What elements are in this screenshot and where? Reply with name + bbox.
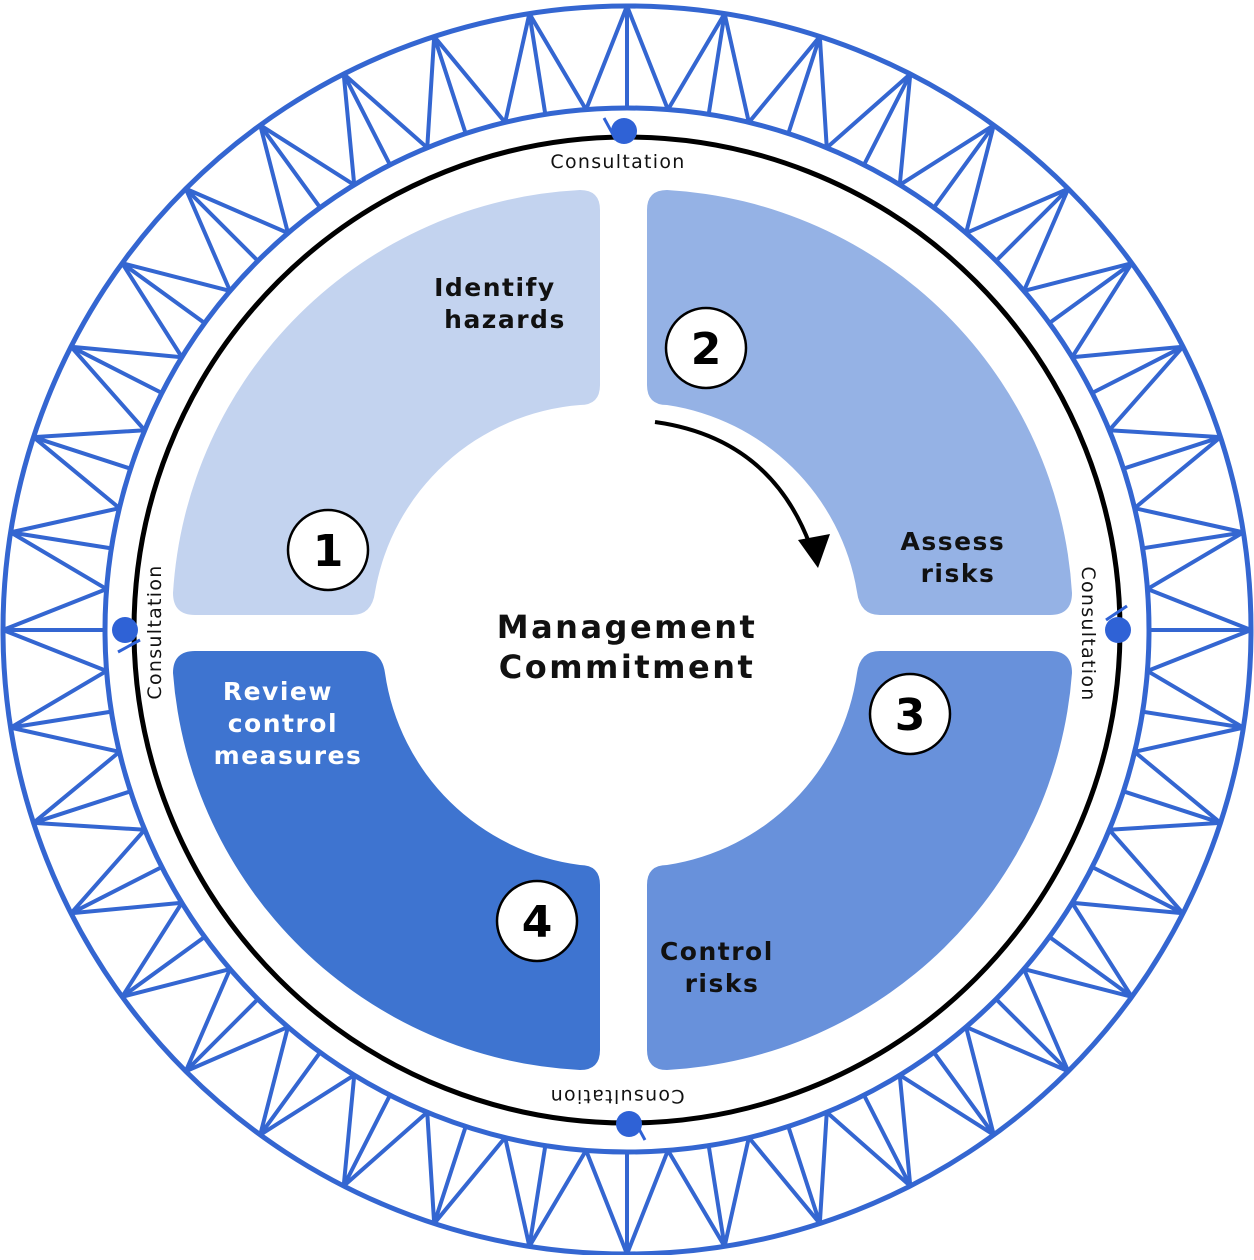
consultation-node-bottom — [616, 1111, 647, 1141]
flow-arrowhead — [798, 534, 830, 568]
frame-truss-segment — [625, 1145, 727, 1255]
quadrant-control-risks — [647, 651, 1072, 1070]
frame-truss-segment — [184, 1024, 322, 1137]
consultation-label-top: Consultation — [550, 151, 685, 173]
step-2-badge: 2 — [664, 306, 748, 390]
frame-truss-segment — [1091, 344, 1221, 440]
quadrant-review-control-measures — [173, 651, 600, 1070]
frame-truss-segment — [258, 73, 357, 209]
frame-truss-segment — [10, 725, 132, 825]
frame-truss-segment — [817, 1094, 913, 1224]
frame-truss-segment — [2, 628, 112, 730]
frame-truss-segment — [786, 35, 912, 150]
frame-truss-segment — [342, 1110, 468, 1225]
step-4-label: Review control measures — [214, 677, 363, 770]
frame-truss-segment — [2, 530, 109, 632]
step-3-label: Control risks — [660, 937, 784, 998]
frame-truss-segment — [994, 187, 1133, 293]
step-1-badge: 1 — [286, 508, 370, 592]
center-title-line-1: Management — [497, 608, 758, 646]
center-title-line-2: Commitment — [499, 648, 756, 686]
consultation-node-left — [112, 617, 141, 654]
frame-truss-segment — [33, 820, 163, 916]
frame-truss-segment — [120, 187, 233, 325]
frame-truss-segment — [70, 900, 206, 999]
step-3-number: 3 — [895, 690, 926, 741]
consultation-label-right: Consultation — [1077, 566, 1099, 701]
consultation-label-left: Consultation — [144, 564, 166, 699]
frame-truss-segment — [964, 997, 1070, 1136]
frame-truss-segment — [1132, 709, 1244, 825]
frame-truss-segment — [259, 1073, 392, 1187]
step-2-label: Assess risks — [900, 527, 1015, 588]
frame-truss-segment — [341, 36, 437, 166]
frame-truss-segment — [432, 13, 532, 135]
step-3-badge: 3 — [868, 672, 952, 756]
frame-truss-segment — [1107, 789, 1222, 915]
frame-truss-segment — [527, 1148, 629, 1255]
consultation-label-bottom: Consultation — [549, 1085, 684, 1107]
flow-arrow — [654, 420, 812, 546]
outer-truss-frame — [0, 3, 1254, 1257]
frame-truss-segment — [10, 435, 122, 551]
frame-truss-segment — [897, 1051, 996, 1187]
frame-truss-segment — [1145, 628, 1252, 730]
step-4-badge: 4 — [495, 879, 579, 963]
quadrant-assess-risks — [647, 190, 1072, 615]
frame-truss-segment — [706, 13, 822, 125]
frame-truss-segment — [1122, 435, 1244, 535]
frame-truss-segment — [121, 967, 260, 1073]
frame-truss-segment — [70, 262, 184, 395]
frame-truss-segment — [432, 1135, 548, 1247]
frame-truss-segment — [722, 1125, 822, 1247]
frame-truss-segment — [932, 123, 1070, 236]
step-4-number: 4 — [522, 897, 553, 948]
quadrant-identify-hazards — [173, 190, 600, 615]
consultation-node-top — [602, 117, 637, 144]
step-1-number: 1 — [313, 526, 344, 577]
frame-truss-segment — [625, 5, 727, 112]
frame-truss-segment — [1070, 865, 1184, 998]
frame-truss-segment — [1142, 530, 1252, 632]
frame-truss-segment — [1048, 261, 1184, 360]
consultation-node-right — [1105, 604, 1131, 643]
step-2-number: 2 — [691, 324, 722, 375]
frame-truss-segment — [184, 124, 290, 263]
frame-truss-segment — [862, 73, 995, 187]
frame-truss-segment — [1021, 935, 1134, 1073]
frame-truss-segment — [32, 345, 147, 471]
step-1-label: Identify hazards — [434, 273, 566, 334]
frame-truss-segment — [527, 5, 629, 115]
